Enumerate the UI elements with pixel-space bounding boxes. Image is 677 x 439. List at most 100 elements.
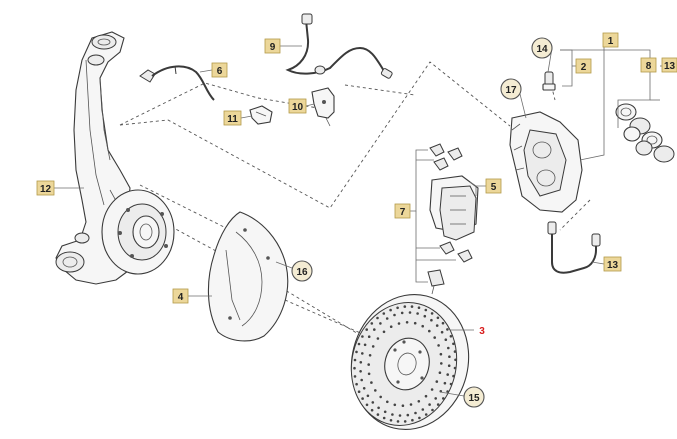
drill-hole xyxy=(423,314,427,318)
callout-16: 16 xyxy=(291,260,313,282)
wheel-hub xyxy=(101,189,175,275)
svg-text:15: 15 xyxy=(468,393,480,404)
drill-hole xyxy=(403,305,407,308)
drill-hole xyxy=(370,381,373,384)
drill-hole xyxy=(368,354,372,357)
drill-hole xyxy=(421,408,425,411)
drill-hole xyxy=(376,316,379,320)
drill-hole xyxy=(410,305,414,308)
drill-hole xyxy=(449,335,453,338)
drill-hole xyxy=(440,362,443,365)
drill-hole xyxy=(416,312,419,315)
drill-hole xyxy=(363,343,367,347)
drill-hole xyxy=(437,344,440,347)
drill-hole xyxy=(361,335,364,338)
drill-hole xyxy=(382,416,386,420)
drill-hole xyxy=(417,306,421,310)
pad-clips xyxy=(427,143,473,295)
drill-hole xyxy=(446,373,450,376)
sensor-cable xyxy=(139,65,215,101)
callout-3: 3 xyxy=(479,326,485,337)
leader-lines xyxy=(54,40,666,397)
drill-hole xyxy=(367,335,371,339)
svg-text:1: 1 xyxy=(608,36,614,47)
drill-hole xyxy=(374,389,377,392)
drill-hole xyxy=(452,342,455,346)
svg-text:14: 14 xyxy=(536,44,548,55)
svg-text:4: 4 xyxy=(178,292,184,303)
drill-hole xyxy=(376,413,380,416)
drill-hole xyxy=(398,414,402,417)
drill-hole xyxy=(361,397,364,400)
drill-hole xyxy=(386,400,389,404)
drill-hole xyxy=(391,413,394,416)
drill-hole xyxy=(382,312,386,315)
drill-hole xyxy=(409,403,413,406)
drill-hole xyxy=(396,420,400,423)
callout-12: 12 xyxy=(36,180,55,196)
drill-hole xyxy=(365,403,369,407)
drill-hole xyxy=(361,352,364,355)
callout-14: 14 xyxy=(531,37,553,59)
drill-hole xyxy=(433,336,437,339)
svg-text:6: 6 xyxy=(217,66,223,77)
brake-disc xyxy=(350,293,470,431)
svg-text:10: 10 xyxy=(292,102,304,113)
svg-text:3: 3 xyxy=(479,326,485,337)
drill-hole xyxy=(355,382,358,386)
drill-hole xyxy=(452,374,455,378)
callout-1: 1 xyxy=(602,32,619,48)
drill-hole xyxy=(382,330,386,334)
callout-17: 17 xyxy=(500,78,522,100)
drill-hole xyxy=(414,411,417,415)
drill-hole xyxy=(376,337,380,340)
svg-text:2: 2 xyxy=(581,62,587,73)
drill-hole xyxy=(449,382,453,386)
cable-clip xyxy=(249,105,273,125)
svg-text:8: 8 xyxy=(646,61,652,72)
drill-hole xyxy=(453,366,457,370)
drill-hole xyxy=(360,378,364,382)
callout-6: 6 xyxy=(211,62,228,78)
callout-8: 8 xyxy=(640,57,657,73)
drill-hole xyxy=(370,408,374,412)
drill-hole xyxy=(397,322,401,325)
drill-hole xyxy=(393,403,397,407)
drill-hole xyxy=(411,418,414,422)
callout-4: 4 xyxy=(172,288,189,304)
bleed-valve xyxy=(542,71,556,91)
drill-hole xyxy=(371,345,375,348)
drill-hole xyxy=(424,413,428,416)
drill-hole xyxy=(353,358,357,362)
callout-2: 2 xyxy=(575,58,592,74)
svg-text:12: 12 xyxy=(40,184,52,195)
drill-hole xyxy=(367,363,371,366)
drill-hole xyxy=(424,308,428,312)
drill-hole xyxy=(431,408,434,412)
svg-text:7: 7 xyxy=(400,207,406,218)
drill-hole xyxy=(418,416,421,420)
disc-drill-holes xyxy=(353,305,457,423)
drill-hole xyxy=(424,394,428,398)
callout-7: 7 xyxy=(394,203,411,219)
drill-hole xyxy=(355,350,358,354)
drill-hole xyxy=(405,321,409,324)
callout-10: 10 xyxy=(288,98,307,114)
drill-hole xyxy=(389,419,393,422)
drill-hole xyxy=(362,387,366,390)
brake-pads xyxy=(429,175,479,241)
drill-hole xyxy=(436,316,440,320)
drill-hole xyxy=(379,322,382,325)
drill-hole xyxy=(353,375,357,378)
callout-9: 9 xyxy=(264,38,281,54)
drill-hole xyxy=(413,321,417,325)
drill-hole xyxy=(365,328,369,331)
drill-hole xyxy=(367,372,371,376)
drill-hole xyxy=(428,403,431,406)
drill-hole xyxy=(443,381,447,385)
drill-hole xyxy=(428,329,431,333)
drill-hole xyxy=(353,366,356,370)
drill-hole xyxy=(357,390,361,394)
